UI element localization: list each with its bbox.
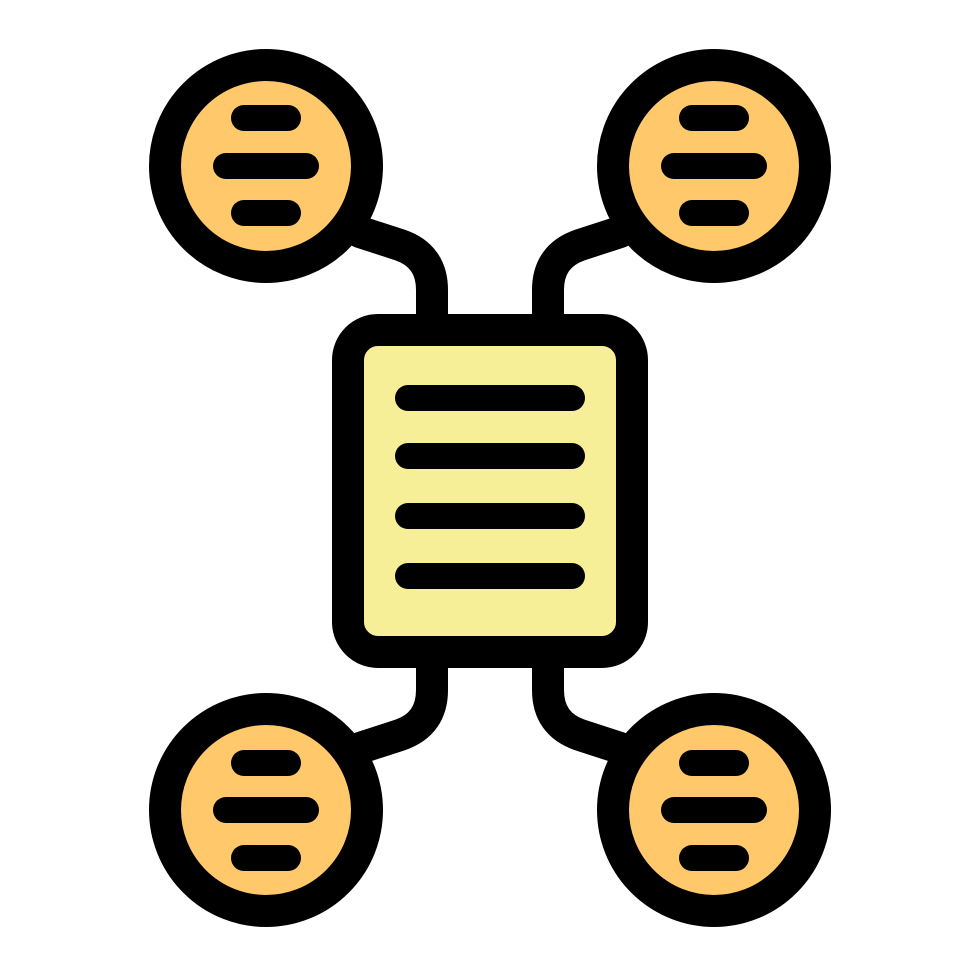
top-left-node-icon bbox=[149, 49, 383, 283]
node-lines bbox=[213, 750, 319, 871]
connector-lines bbox=[344, 216, 636, 764]
document-body bbox=[332, 314, 648, 668]
connector-top-right bbox=[532, 216, 636, 351]
node-lines bbox=[213, 105, 319, 226]
document-lines bbox=[395, 385, 585, 589]
bottom-left-node-icon bbox=[149, 693, 383, 927]
central-document-icon bbox=[332, 314, 648, 668]
connector-bottom-left bbox=[344, 629, 448, 764]
node-lines bbox=[661, 105, 767, 226]
bottom-right-node-icon bbox=[597, 693, 831, 927]
node-lines bbox=[661, 750, 767, 871]
connector-bottom-right bbox=[532, 629, 636, 764]
connector-top-left bbox=[344, 216, 448, 351]
top-right-node-icon bbox=[597, 49, 831, 283]
